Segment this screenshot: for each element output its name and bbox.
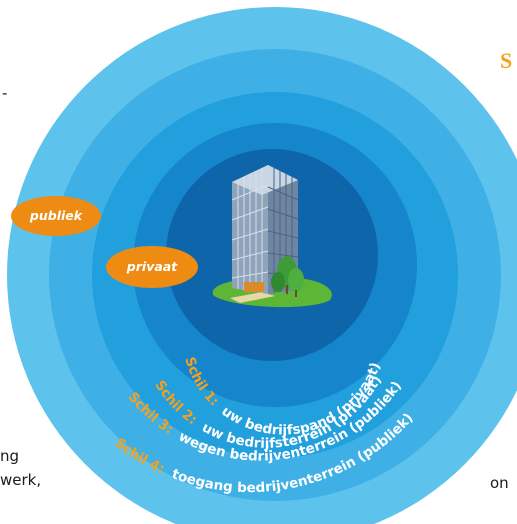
left-text-fragment-2: werk, xyxy=(0,471,42,489)
left-dash-fragment: - xyxy=(2,84,8,102)
privaat-badge: privaat xyxy=(106,246,198,288)
publiek-badge: publiek xyxy=(11,196,101,236)
svg-text:privaat: privaat xyxy=(126,259,178,274)
office-building-illustration xyxy=(212,165,332,308)
left-text-fragment-1: ng xyxy=(0,447,20,465)
right-initial-fragment: S xyxy=(500,48,512,73)
right-bottom-fragment: on xyxy=(490,474,509,492)
svg-text:publiek: publiek xyxy=(29,208,83,223)
